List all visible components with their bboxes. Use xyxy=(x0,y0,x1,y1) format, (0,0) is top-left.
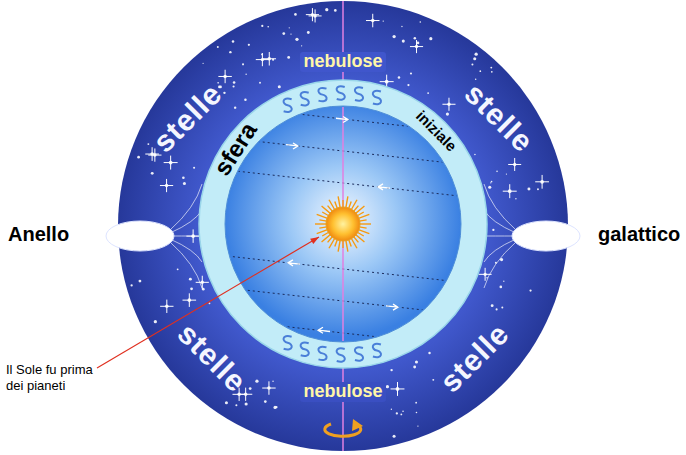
nebula-text: nebulose xyxy=(300,52,385,72)
nebula-text: nebulose xyxy=(300,382,385,402)
callout-note: Il Sole fu prima dei pianeti xyxy=(6,362,106,393)
initial-sphere-ring: nebulosesferainizialenebulose xyxy=(198,79,488,369)
star-disc-outline xyxy=(118,1,568,451)
stars xyxy=(130,8,549,438)
rotation-arrow xyxy=(325,419,363,436)
orbit-lines xyxy=(218,79,468,369)
galactic-ring-label: Anello xyxy=(8,222,69,246)
galactic-ring-label: galattico xyxy=(598,222,680,246)
nebula-swirls xyxy=(284,86,381,361)
star-disc: nebulosesferainizialenebulosestellestell… xyxy=(117,0,569,452)
ring-band xyxy=(199,80,487,368)
sun xyxy=(315,196,371,251)
